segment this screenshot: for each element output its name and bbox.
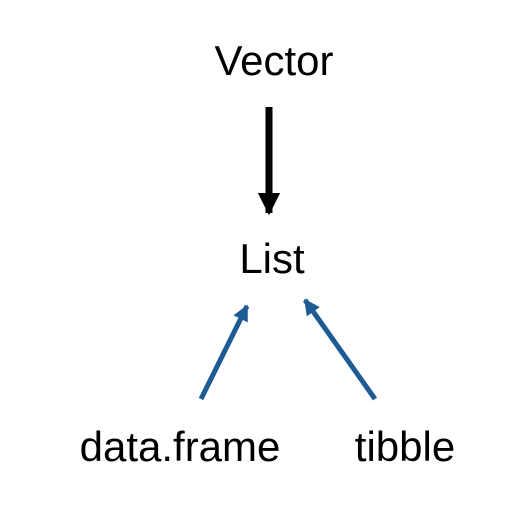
node-vector-label: Vector [214,37,334,84]
node-data-frame-label: data.frame [79,423,281,470]
node-list-label: List [239,235,305,282]
arrow-tibble-to-list [302,298,378,401]
node-tibble-label: tibble [354,423,456,470]
arrow-dataframe-to-list [198,304,250,401]
